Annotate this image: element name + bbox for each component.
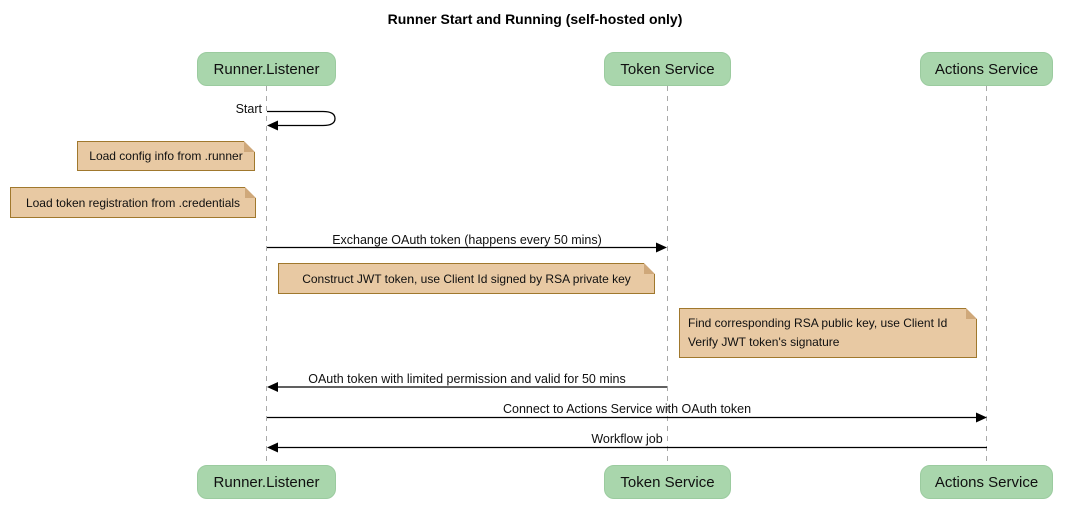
participant-bottom-token-service: Token Service [604,465,731,499]
note-verify-jwt: Find corresponding RSA public key, use C… [679,308,977,358]
participant-top-runner-listener: Runner.Listener [197,52,336,86]
participant-bottom-runner-listener: Runner.Listener [197,465,336,499]
message-label-workflow: Workflow job [591,432,663,446]
arrowhead-oauth-return [267,382,278,392]
arrowhead-connect [976,412,987,423]
arrow-start-self-loop [267,110,336,127]
message-label-oauth-return: OAuth token with limited permission and … [308,372,626,386]
diagram-title: Runner Start and Running (self-hosted on… [387,11,683,27]
participant-top-actions-service: Actions Service [920,52,1053,86]
note-load-config: Load config info from .runner [77,141,255,171]
message-label-connect: Connect to Actions Service with OAuth to… [502,402,752,416]
arrowhead-start [267,120,278,131]
note-load-token-registration: Load token registration from .credential… [10,187,256,218]
participant-bottom-actions-service: Actions Service [920,465,1053,499]
message-label-exchange: Exchange OAuth token (happens every 50 m… [332,233,602,247]
arrowhead-exchange [656,242,667,253]
note-construct-jwt: Construct JWT token, use Client Id signe… [278,263,655,294]
message-label-start: Start [235,102,262,116]
participant-top-token-service: Token Service [604,52,731,86]
arrowhead-workflow [267,442,278,453]
